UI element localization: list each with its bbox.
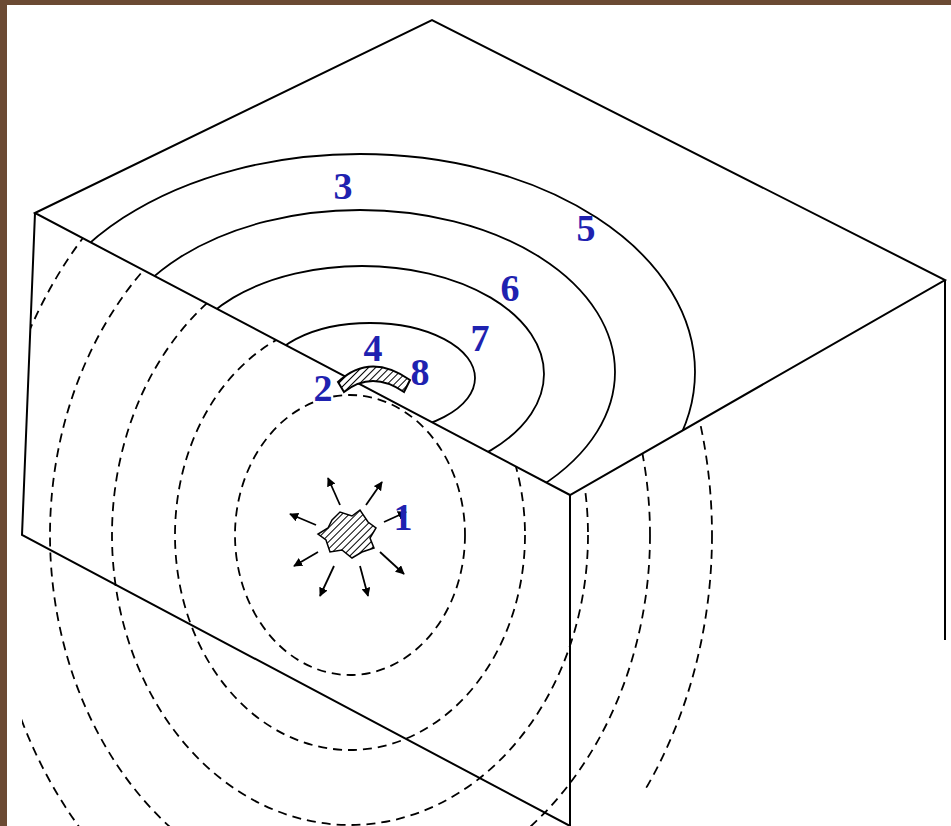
paper-ground [7, 5, 951, 826]
epicenter-mark [338, 366, 410, 392]
callout-number: 1 [394, 498, 413, 536]
callout-number: 7 [471, 319, 490, 357]
callout-number: 3 [334, 167, 353, 205]
focus-mark [318, 510, 376, 558]
callout-number: 5 [577, 209, 596, 247]
block-outline [22, 20, 945, 826]
callout-number: 8 [411, 353, 430, 391]
radiating-arrows [290, 478, 406, 596]
callout-number: 2 [314, 369, 333, 407]
callout-number: 6 [501, 269, 520, 307]
callout-number: 4 [364, 329, 383, 367]
isoseismal-lines [25, 154, 695, 590]
wave-fronts [0, 95, 712, 826]
